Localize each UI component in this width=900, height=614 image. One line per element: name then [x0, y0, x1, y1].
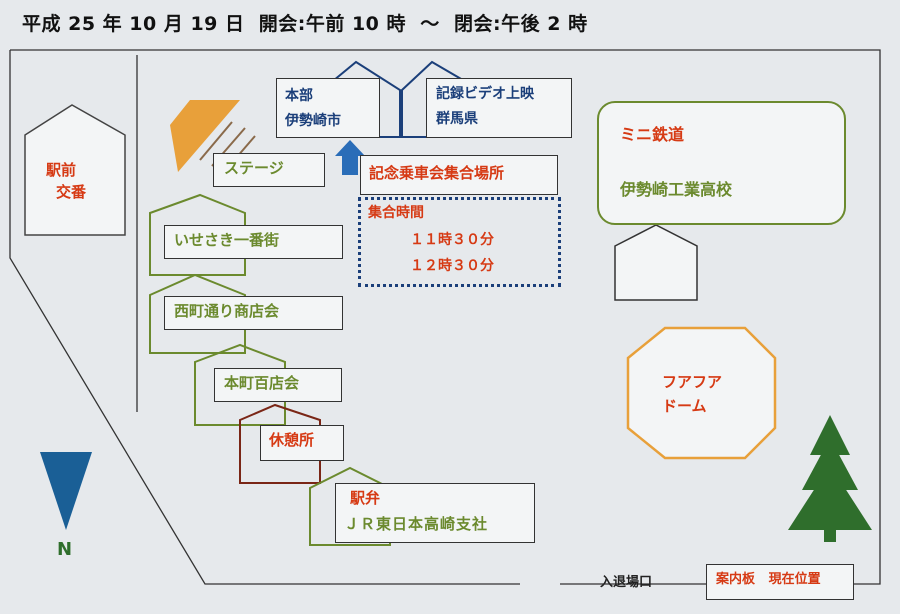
current-location-text: 現在位置 [768, 572, 821, 587]
hq-label: 本部 [285, 88, 313, 104]
closing-time: 閉会:午後 2 時 [454, 13, 588, 35]
meeting-spot-box [360, 155, 558, 195]
stage-box [213, 153, 325, 187]
rest-area-label: 休憩所 [269, 431, 315, 449]
dome-line2: ドーム [662, 397, 707, 415]
dome-octagon [626, 326, 777, 460]
header-title: 平成 25 年 10 月 19 日 開会:午前 10 時 ～ 閉会:午後 2 時 [22, 13, 588, 36]
hq-box [276, 78, 380, 138]
info-board-label: 案内板 現在位置 [716, 572, 821, 588]
meeting-spot-label: 記念乗車会集合場所 [369, 164, 505, 182]
arrow-up-icon [335, 140, 365, 175]
ichibangai-label: いせさき一番街 [174, 231, 280, 249]
compass-label: N [57, 539, 73, 560]
ekiben-label: 駅弁 [350, 489, 381, 507]
stage-shape [170, 100, 240, 172]
tilde-separator: ～ [420, 13, 440, 35]
ekiben-box [335, 483, 535, 543]
mini-railway-sub: 伊勢崎工業高校 [620, 180, 733, 199]
video-sub: 群馬県 [436, 111, 478, 127]
dome-line1: フアフア [662, 373, 723, 391]
compass-north-icon [40, 452, 92, 530]
meeting-times-box [358, 197, 561, 287]
police-box-house [24, 104, 126, 236]
info-board-text: 案内板 [716, 572, 756, 587]
rest-area-box [260, 425, 344, 461]
police-box-line1: 駅前 [46, 161, 77, 179]
meeting-time-2: １２時３０分 [410, 258, 494, 274]
opening-time: 開会:午前 10 時 [258, 13, 407, 35]
police-box-line2: 交番 [56, 182, 87, 201]
info-board-box [706, 564, 854, 600]
hq-sub: 伊勢崎市 [285, 113, 341, 129]
ekiben-sub: ＪＲ東日本高崎支社 [344, 515, 489, 533]
meeting-time-1: １１時３０分 [410, 232, 494, 248]
meeting-times-title: 集合時間 [368, 205, 424, 221]
entrance-label: 入退場口 [600, 575, 653, 590]
video-box [426, 78, 572, 138]
mini-railway-box [597, 101, 846, 225]
mini-railway-label: ミニ鉄道 [620, 125, 685, 144]
left-boundary [9, 50, 520, 585]
tree-icon [788, 415, 872, 542]
video-label: 記録ビデオ上映 [436, 86, 534, 102]
stage-label: ステージ [224, 159, 284, 177]
nishimachi-box [164, 296, 343, 330]
event-date: 平成 25 年 10 月 19 日 [22, 13, 245, 35]
police-box-label: 駅前 交番 [46, 160, 86, 204]
nishimachi-label: 西町通り商店会 [174, 302, 280, 320]
honmachi-label: 本町百店会 [224, 374, 300, 392]
ichibangai-box [164, 225, 343, 259]
honmachi-box [214, 368, 342, 402]
railway-house [614, 224, 698, 301]
